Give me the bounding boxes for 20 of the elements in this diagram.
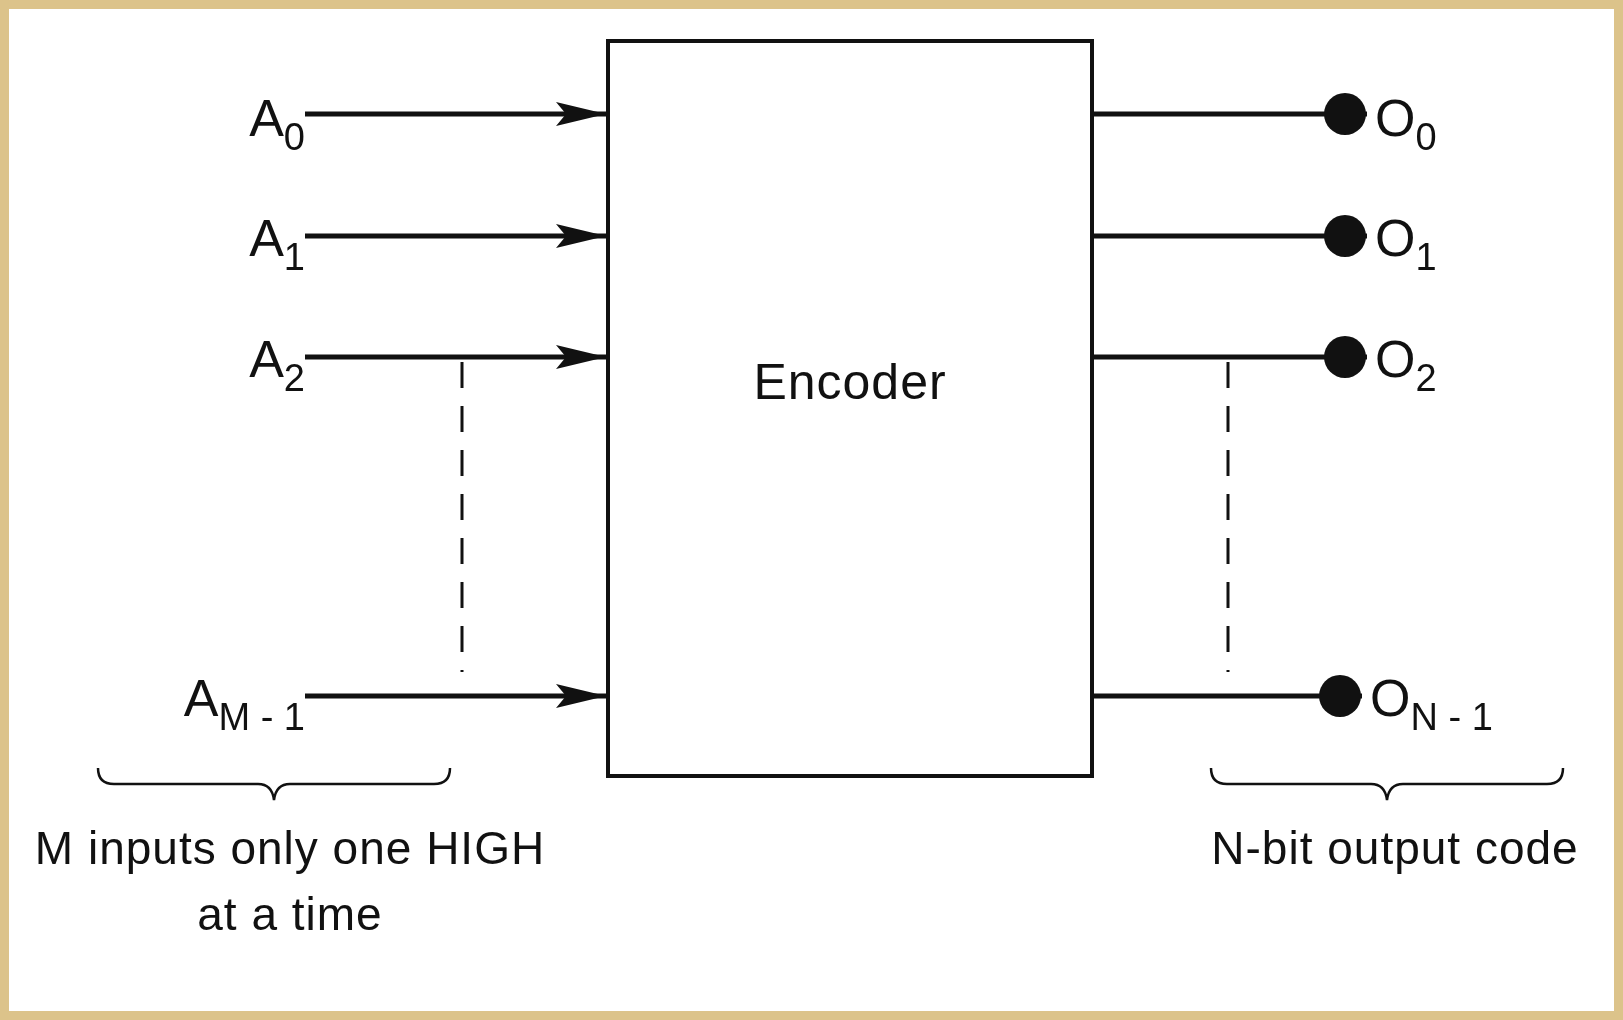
block-label: Encoder [752, 357, 948, 407]
input-signal-label: A$_{2}$ [195, 329, 305, 389]
output-signal-label: O$_{2}$ [1375, 329, 1485, 389]
arrow [305, 224, 606, 248]
output-signal-label: O$_{N - 1}$ [1370, 668, 1570, 728]
arrow [305, 345, 606, 369]
arrow [305, 684, 606, 708]
output-signal-label: O$_{1}$ [1375, 208, 1485, 268]
output-signal-label: O$_{0}$ [1375, 88, 1485, 148]
output-line [1094, 93, 1367, 135]
caption-text: N-bit output code [1210, 821, 1580, 876]
output-line [1094, 675, 1362, 717]
output-line [1094, 215, 1367, 257]
output-line [1094, 336, 1367, 378]
input-signal-label: A$_{0}$ [195, 88, 305, 148]
caption-text: M inputs only one HIGH at a time [33, 821, 547, 942]
arrow [305, 102, 606, 126]
input-signal-label: A$_{1}$ [195, 208, 305, 268]
encoder-block [606, 39, 1094, 778]
input-signal-label: A$_{M - 1}$ [110, 668, 305, 728]
